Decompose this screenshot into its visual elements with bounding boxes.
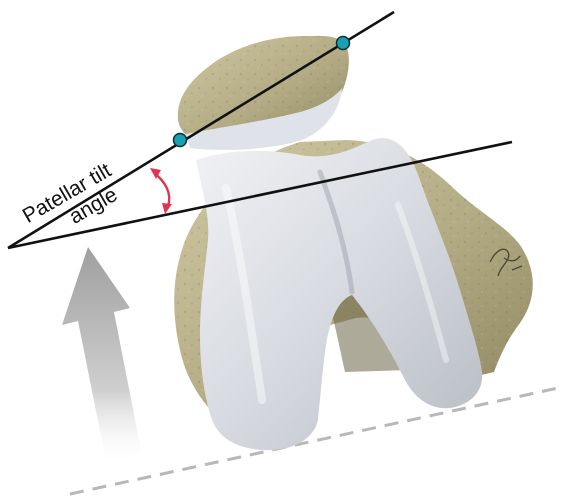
patella-point-medial — [337, 37, 350, 50]
angle-arc-arrow — [150, 168, 172, 214]
patella-point-lateral — [174, 134, 187, 147]
view-direction-arrow — [62, 247, 142, 468]
